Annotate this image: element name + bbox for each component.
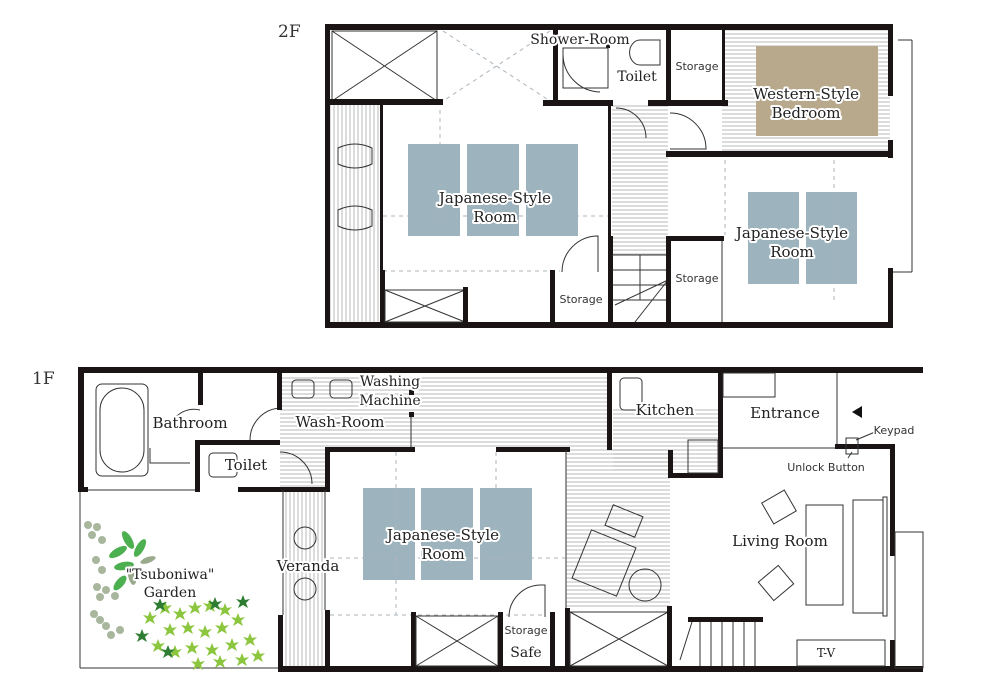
tatami-mats-2f-right <box>748 192 857 284</box>
room-label-kitchen: Kitchen <box>636 401 695 419</box>
veranda-floor-1f <box>283 490 325 668</box>
label-unlock-button: Unlock Button <box>787 461 865 474</box>
veranda-floor-2f <box>330 105 382 323</box>
floor-label-1f: 1F <box>32 369 55 389</box>
room-label-toilet-1f: Toilet <box>225 456 267 474</box>
label-tsuboniwa-garden-line2: Garden <box>144 585 197 601</box>
bedroom-rug <box>756 46 878 136</box>
room-label-washing-machine-line2: Machine <box>359 393 420 409</box>
room-label-shower-room: Shower-Room <box>530 32 629 48</box>
room-label-bathroom: Bathroom <box>152 414 227 432</box>
desk-and-chair <box>571 504 662 602</box>
living-floor-strip <box>566 448 670 608</box>
label-safe: Safe <box>510 645 541 661</box>
tatami-mats-1f <box>363 488 532 580</box>
room-label-veranda: Veranda <box>276 557 340 575</box>
room-label-toilet-2f: Toilet <box>617 69 657 85</box>
label-tv: T-V <box>817 646 836 660</box>
room-label-washing-machine: Washing <box>360 374 420 390</box>
room-label-japanese-room-1f-line2: Room <box>421 545 465 563</box>
room-label-entrance: Entrance <box>750 404 820 422</box>
room-label-living-room: Living Room <box>732 532 828 550</box>
room-label-storage-2f-c: Storage <box>675 272 718 285</box>
wash-room-floor <box>280 375 610 448</box>
tatami-mats-2f-left <box>408 144 578 236</box>
label-tsuboniwa-garden: "Tsuboniwa" <box>126 567 215 583</box>
room-label-western-bedroom: Western-Style <box>753 85 859 103</box>
stairs-1f <box>679 621 756 666</box>
room-label-japanese-room-2f-left: Japanese-Style <box>437 189 551 207</box>
floor-1f: 1F <box>32 367 924 672</box>
room-label-japanese-room-1f: Japanese-Style <box>385 526 499 544</box>
room-label-japanese-room-2f-left-line2: Room <box>473 208 517 226</box>
corridor-floor-2f <box>612 105 668 255</box>
room-label-japanese-room-2f-right-line2: Room <box>770 243 814 261</box>
room-label-storage-1f: Storage <box>504 624 547 637</box>
room-label-storage-2f-b: Storage <box>559 293 602 306</box>
entrance-arrow-icon <box>852 406 862 418</box>
floor-label-2f: 2F <box>278 22 301 42</box>
room-label-wash-room: Wash-Room <box>295 413 384 431</box>
chair-icon <box>337 143 373 231</box>
floor-2f: 2F <box>278 22 913 328</box>
garden-plants <box>84 521 265 670</box>
label-keypad: Keypad <box>874 424 915 437</box>
room-label-western-bedroom-line2: Bedroom <box>772 104 841 122</box>
room-label-storage-2f-a: Storage <box>675 60 718 73</box>
room-label-japanese-room-2f-right: Japanese-Style <box>734 224 848 242</box>
